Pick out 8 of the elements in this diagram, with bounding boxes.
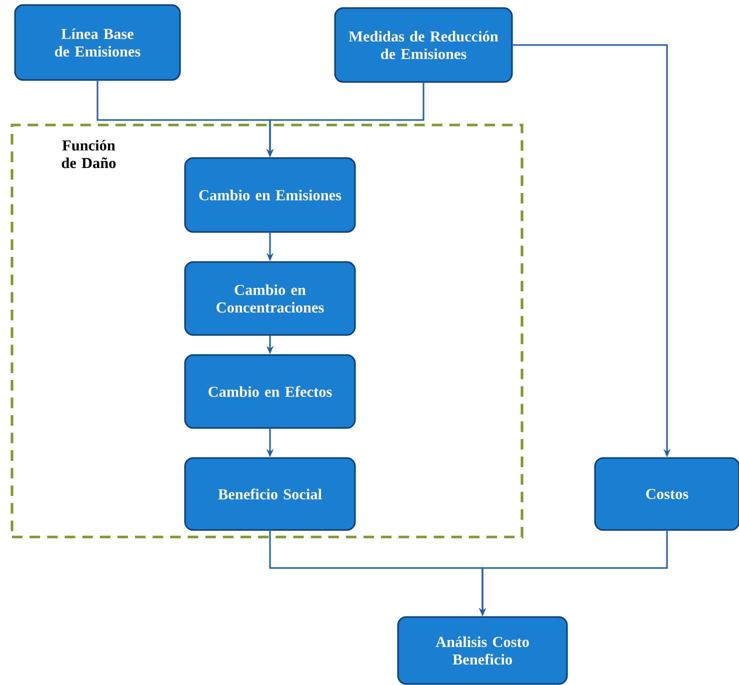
process-box: Costos xyxy=(594,457,739,531)
process-box: Cambio en Efectos xyxy=(184,354,356,429)
process-box: Cambio en Concentraciones xyxy=(184,261,356,336)
process-box: Línea Base de Emisiones xyxy=(14,4,181,81)
process-box: Análisis Costo Beneficio xyxy=(397,616,568,685)
process-box: Medidas de Reducción de Emisiones xyxy=(334,7,513,83)
process-box: Beneficio Social xyxy=(184,457,356,531)
process-box: Cambio en Emisiones xyxy=(184,157,356,233)
